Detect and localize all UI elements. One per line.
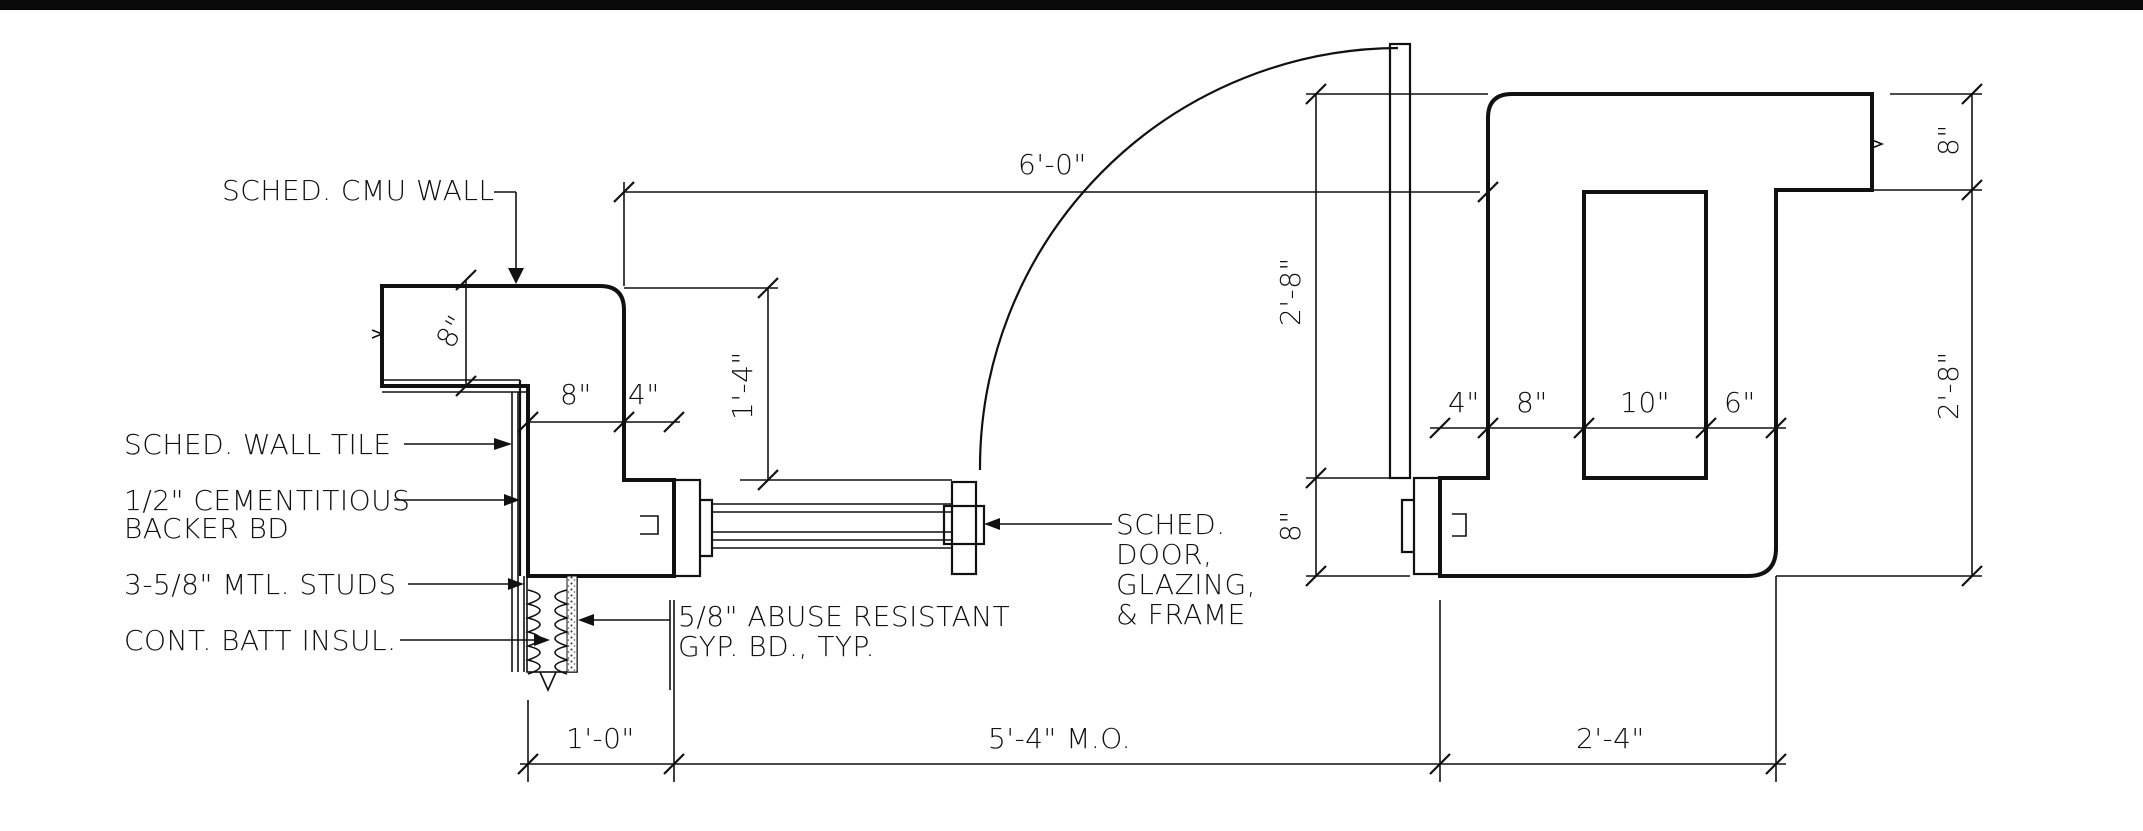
notes-text: SCHED. CMU WALL SCHED. WALL TILE 1/2" CE… <box>124 174 1256 663</box>
note-leaders <box>394 191 1112 690</box>
dim-left-return: 8" <box>560 378 592 411</box>
left-wall-finish-layers <box>382 379 578 692</box>
door-swing <box>978 42 1412 480</box>
note-door-line4: & FRAME <box>1116 598 1246 631</box>
dimension-text: 6'-0" 1'-4" 8" 8" 4" 2'-8" 8" 8" 2'-8" 4… <box>429 124 1965 755</box>
dim-bottom-right: 2'-4" <box>1576 722 1645 755</box>
dim-left-offset: 4" <box>628 378 660 411</box>
note-gyp-line2: GYP. BD., TYP. <box>678 630 875 663</box>
dim-r-6: 6" <box>1724 386 1756 419</box>
note-backer-line1: 1/2" CEMENTITIOUS <box>124 484 410 517</box>
dim-r-10: 10" <box>1620 386 1670 419</box>
dim-right-lower: 8" <box>1274 510 1307 542</box>
note-gyp-line1: 5/8" ABUSE RESISTANT <box>678 600 1010 633</box>
dim-left-depth: 1'-4" <box>726 351 759 420</box>
door-glazing-panel <box>712 480 986 576</box>
right-cmu-wall <box>1438 92 1885 578</box>
top-border-bar <box>0 0 2143 10</box>
dim-right-side: 2'-8" <box>1932 351 1965 420</box>
dim-overall-width: 6'-0" <box>1018 148 1087 181</box>
dim-bottom-opening: 5'-4" M.O. <box>988 722 1131 755</box>
dim-left-wall-thick: 8" <box>429 310 473 354</box>
note-cmu-wall: SCHED. CMU WALL <box>222 174 495 207</box>
right-door-frame <box>1400 476 1467 576</box>
dim-right-total: 2'-8" <box>1274 257 1307 326</box>
left-cmu-wall <box>371 284 676 578</box>
note-batt: CONT. BATT INSUL. <box>124 624 397 657</box>
dim-bottom-left: 1'-0" <box>566 722 635 755</box>
note-wall-tile: SCHED. WALL TILE <box>124 428 392 461</box>
dimension-lines <box>455 83 1983 782</box>
note-studs: 3-5/8" MTL. STUDS <box>124 568 397 601</box>
dim-r-8: 8" <box>1516 386 1548 419</box>
note-door-line2: DOOR, <box>1116 538 1213 571</box>
note-door-line1: SCHED. <box>1116 508 1226 541</box>
note-door-line3: GLAZING, <box>1116 568 1256 601</box>
left-door-frame <box>640 478 714 578</box>
dim-r-4: 4" <box>1448 386 1480 419</box>
note-backer-line2: BACKER BD <box>124 512 289 545</box>
dim-right-top: 8" <box>1932 124 1965 156</box>
